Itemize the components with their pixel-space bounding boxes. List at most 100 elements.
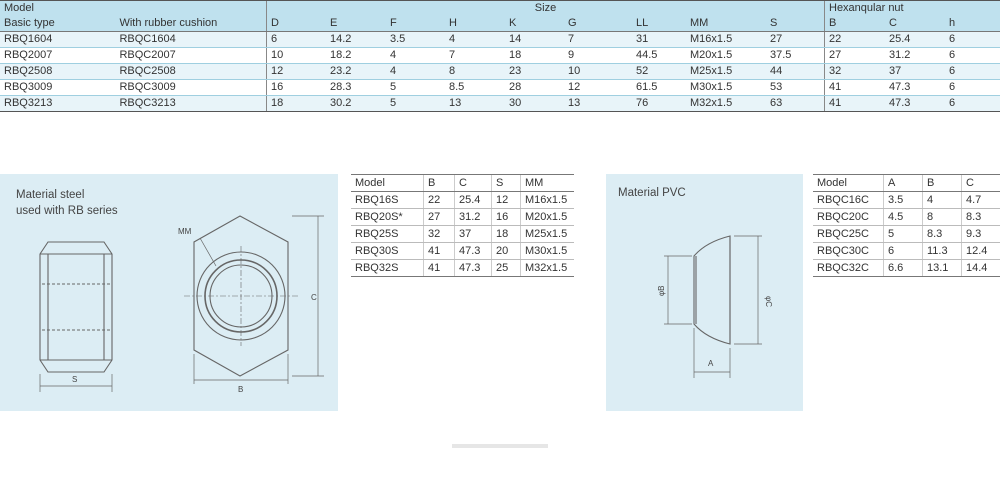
table-cell: 30 [505, 96, 564, 112]
table-cell: 27 [766, 32, 825, 48]
table-cell: M30x1.5 [686, 80, 766, 96]
table-cell: 76 [632, 96, 686, 112]
table-cell: 27 [825, 48, 886, 64]
column-header: B [825, 16, 886, 32]
table-cell: 41 [424, 260, 455, 277]
table-cell: RBQ16S [351, 192, 424, 209]
table-cell: RBQC2508 [115, 64, 266, 80]
group-header-model: Model [0, 1, 267, 17]
column-header: B [424, 175, 455, 192]
table-cell: 4 [386, 48, 445, 64]
table-cell: 7 [564, 32, 632, 48]
table-cell: M32x1.5 [521, 260, 575, 277]
column-header-row: Basic type With rubber cushion D E F H K… [0, 16, 1000, 32]
label-mm: MM [178, 227, 192, 236]
steel-nut-panel: Material steel used with RB series [0, 174, 338, 411]
column-header: E [326, 16, 386, 32]
table-cell: RBQ3009 [0, 80, 115, 96]
table-cell: RBQ1604 [0, 32, 115, 48]
table-cell: 16 [267, 80, 327, 96]
table-cell: 31.2 [455, 209, 492, 226]
table-cell: 25 [492, 260, 521, 277]
table-cell: 18.2 [326, 48, 386, 64]
label-c: C [311, 293, 317, 302]
table-cell: 10 [564, 64, 632, 80]
table-cell: M25x1.5 [686, 64, 766, 80]
table-cell: 6.6 [884, 260, 923, 277]
watermark-right: 0866 [618, 446, 735, 500]
column-header: Basic type [0, 16, 115, 32]
table-cell: 8 [445, 64, 505, 80]
table-cell: RBQC16C [813, 192, 884, 209]
table-cell: 18 [505, 48, 564, 64]
table-cell: 8.5 [445, 80, 505, 96]
table-cell: 6 [267, 32, 327, 48]
watermark-left: Store [176, 446, 303, 500]
table-cell: 25.4 [885, 32, 945, 48]
table-cell: 3.5 [884, 192, 923, 209]
column-header: B [923, 175, 962, 192]
table-cell: 44.5 [632, 48, 686, 64]
table-cell: RBQC3009 [115, 80, 266, 96]
table-cell: 14.2 [326, 32, 386, 48]
table-cell: 52 [632, 64, 686, 80]
steel-nut-drawing: MM C S B [0, 174, 338, 411]
table-cell: 22 [825, 32, 886, 48]
table-cell: 13 [445, 96, 505, 112]
main-spec-table: Model Size Hexanqular nut Basic type Wit… [0, 0, 1000, 112]
column-header: MM [686, 16, 766, 32]
table-cell: 47.3 [455, 260, 492, 277]
column-header: D [267, 16, 327, 32]
table-cell: RBQC32C [813, 260, 884, 277]
table-cell: 23 [505, 64, 564, 80]
table-cell: 6 [945, 80, 1000, 96]
table-cell: 6 [945, 64, 1000, 80]
table-cell: RBQC25C [813, 226, 884, 243]
table-cell: RBQC3213 [115, 96, 266, 112]
column-header: With rubber cushion [115, 16, 266, 32]
table-cell: M25x1.5 [521, 226, 575, 243]
table-cell: RBQ30S [351, 243, 424, 260]
cushion-outline [694, 236, 730, 344]
label-phi-b: φB [657, 285, 666, 296]
table-cell: 4.5 [884, 209, 923, 226]
table-cell: M30x1.5 [521, 243, 575, 260]
table-cell: 30.2 [326, 96, 386, 112]
table-cell: 37 [885, 64, 945, 80]
table-cell: M16x1.5 [521, 192, 575, 209]
table-cell: 9.3 [962, 226, 1000, 243]
table-cell: 12 [564, 80, 632, 96]
table-cell: 31 [632, 32, 686, 48]
column-header: C [962, 175, 1000, 192]
table-cell: 44 [766, 64, 825, 80]
table-cell: RBQ25S [351, 226, 424, 243]
table-cell: 4 [445, 32, 505, 48]
column-header: LL [632, 16, 686, 32]
table-cell: 6 [945, 32, 1000, 48]
column-header: S [492, 175, 521, 192]
table-cell: 31.2 [885, 48, 945, 64]
table-cell: 23.2 [326, 64, 386, 80]
table-cell: 4 [386, 64, 445, 80]
table-cell: 32 [825, 64, 886, 80]
bottom-scroll-bar [452, 444, 548, 448]
table-cell: 8.3 [923, 226, 962, 243]
table-cell: 18 [267, 96, 327, 112]
table-cell: 28 [505, 80, 564, 96]
table-cell: 10 [267, 48, 327, 64]
table-cell: 61.5 [632, 80, 686, 96]
table-cell: 8 [923, 209, 962, 226]
table-cell: RBQ3213 [0, 96, 115, 112]
table-cell: 8.3 [962, 209, 1000, 226]
pvc-table-header: Model A B C [813, 175, 1000, 192]
table-cell: 41 [424, 243, 455, 260]
table-cell: 6 [884, 243, 923, 260]
